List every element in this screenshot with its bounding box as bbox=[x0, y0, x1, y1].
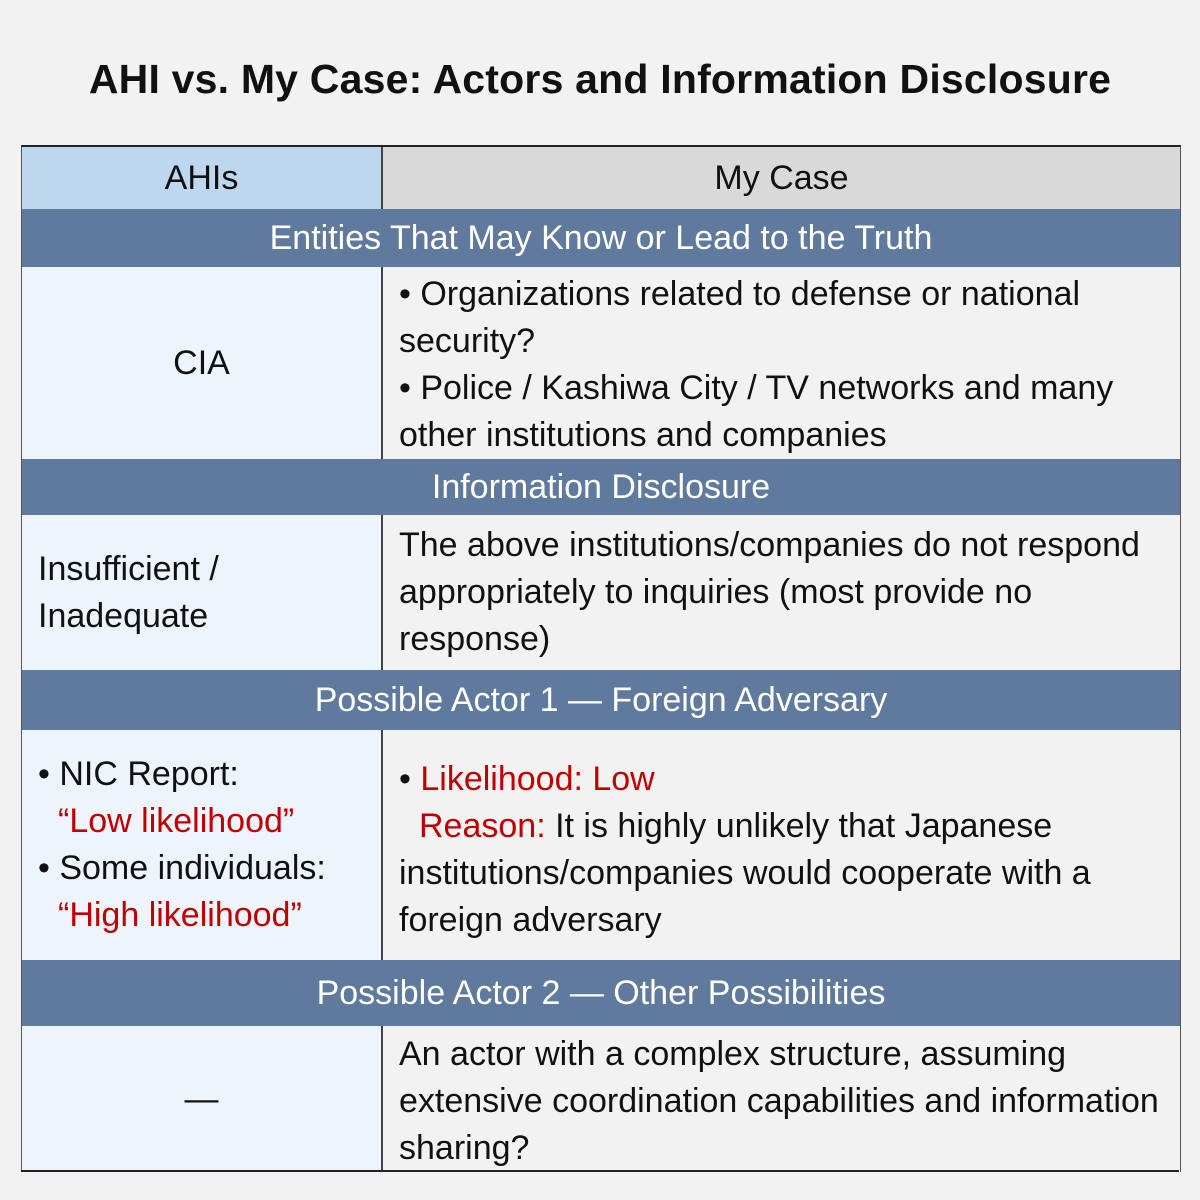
comparison-table: AHIs My Case Entities That May Know or L… bbox=[21, 145, 1181, 1172]
cell-text: CIA bbox=[173, 343, 230, 382]
section-disclosure: Information Disclosure bbox=[22, 459, 1180, 515]
list-item: • NIC Report: bbox=[38, 755, 239, 793]
section-actor-1: Possible Actor 1 — Foreign Adversary bbox=[22, 670, 1180, 730]
list-item: • Police / Kashiwa City / TV networks an… bbox=[399, 369, 1114, 454]
list-item: • Organizations related to defense or na… bbox=[399, 275, 1080, 360]
section-entities: Entities That May Know or Lead to the Tr… bbox=[22, 209, 1180, 267]
table-row: Insufficient / Inadequate The above inst… bbox=[22, 515, 1180, 670]
cell-actor-2-my-case: An actor with a complex structure, assum… bbox=[383, 1026, 1180, 1172]
reason-label: Reason: bbox=[419, 807, 546, 845]
section-row-disclosure: Information Disclosure bbox=[22, 459, 1180, 515]
assessment-value: “High likelihood” bbox=[58, 896, 302, 934]
cell-disclosure-my-case: The above institutions/companies do not … bbox=[383, 515, 1180, 670]
section-row-actor-1: Possible Actor 1 — Foreign Adversary bbox=[22, 670, 1180, 730]
header-my-case: My Case bbox=[383, 147, 1180, 209]
bullet: • bbox=[399, 760, 421, 798]
section-actor-2: Possible Actor 2 — Other Possibilities bbox=[22, 960, 1180, 1026]
assessment-value: “Low likelihood” bbox=[58, 802, 295, 840]
cell-text: An actor with a complex structure, assum… bbox=[399, 1035, 1159, 1167]
cell-entities-ahis: CIA bbox=[22, 267, 383, 459]
list-item: • Some individuals: bbox=[38, 849, 326, 887]
table-bottom-border bbox=[21, 1170, 1179, 1172]
assessment-list: • NIC Report: “Low likelihood” • Some in… bbox=[38, 751, 326, 939]
cell-text: Insufficient / Inadequate bbox=[38, 549, 219, 635]
page-title: AHI vs. My Case: Actors and Information … bbox=[88, 56, 1112, 102]
cell-actor-2-ahis: — bbox=[22, 1026, 383, 1172]
table-row: — An actor with a complex structure, ass… bbox=[22, 1026, 1180, 1172]
reason-body: It is highly unlikely that Japanese inst… bbox=[399, 807, 1091, 939]
cell-text: The above institutions/companies do not … bbox=[399, 526, 1140, 658]
table-row: • NIC Report: “Low likelihood” • Some in… bbox=[22, 730, 1180, 960]
cell-actor-1-my-case: • Likelihood: Low Reason: It is highly u… bbox=[383, 730, 1180, 960]
table-header-row: AHIs My Case bbox=[22, 147, 1180, 209]
cell-entities-my-case: • Organizations related to defense or na… bbox=[383, 267, 1180, 459]
section-row-entities: Entities That May Know or Lead to the Tr… bbox=[22, 209, 1180, 267]
list-item: • Likelihood: Low bbox=[399, 756, 1170, 803]
reason-text: Reason: It is highly unlikely that Japan… bbox=[399, 803, 1170, 944]
cell-text: — bbox=[184, 1079, 219, 1118]
header-ahis: AHIs bbox=[22, 147, 383, 209]
likelihood-text: Likelihood: Low bbox=[420, 760, 655, 798]
cell-actor-1-ahis: • NIC Report: “Low likelihood” • Some in… bbox=[22, 730, 383, 960]
table-row: CIA • Organizations related to defense o… bbox=[22, 267, 1180, 459]
section-row-actor-2: Possible Actor 2 — Other Possibilities bbox=[22, 960, 1180, 1026]
cell-disclosure-ahis: Insufficient / Inadequate bbox=[22, 515, 383, 670]
